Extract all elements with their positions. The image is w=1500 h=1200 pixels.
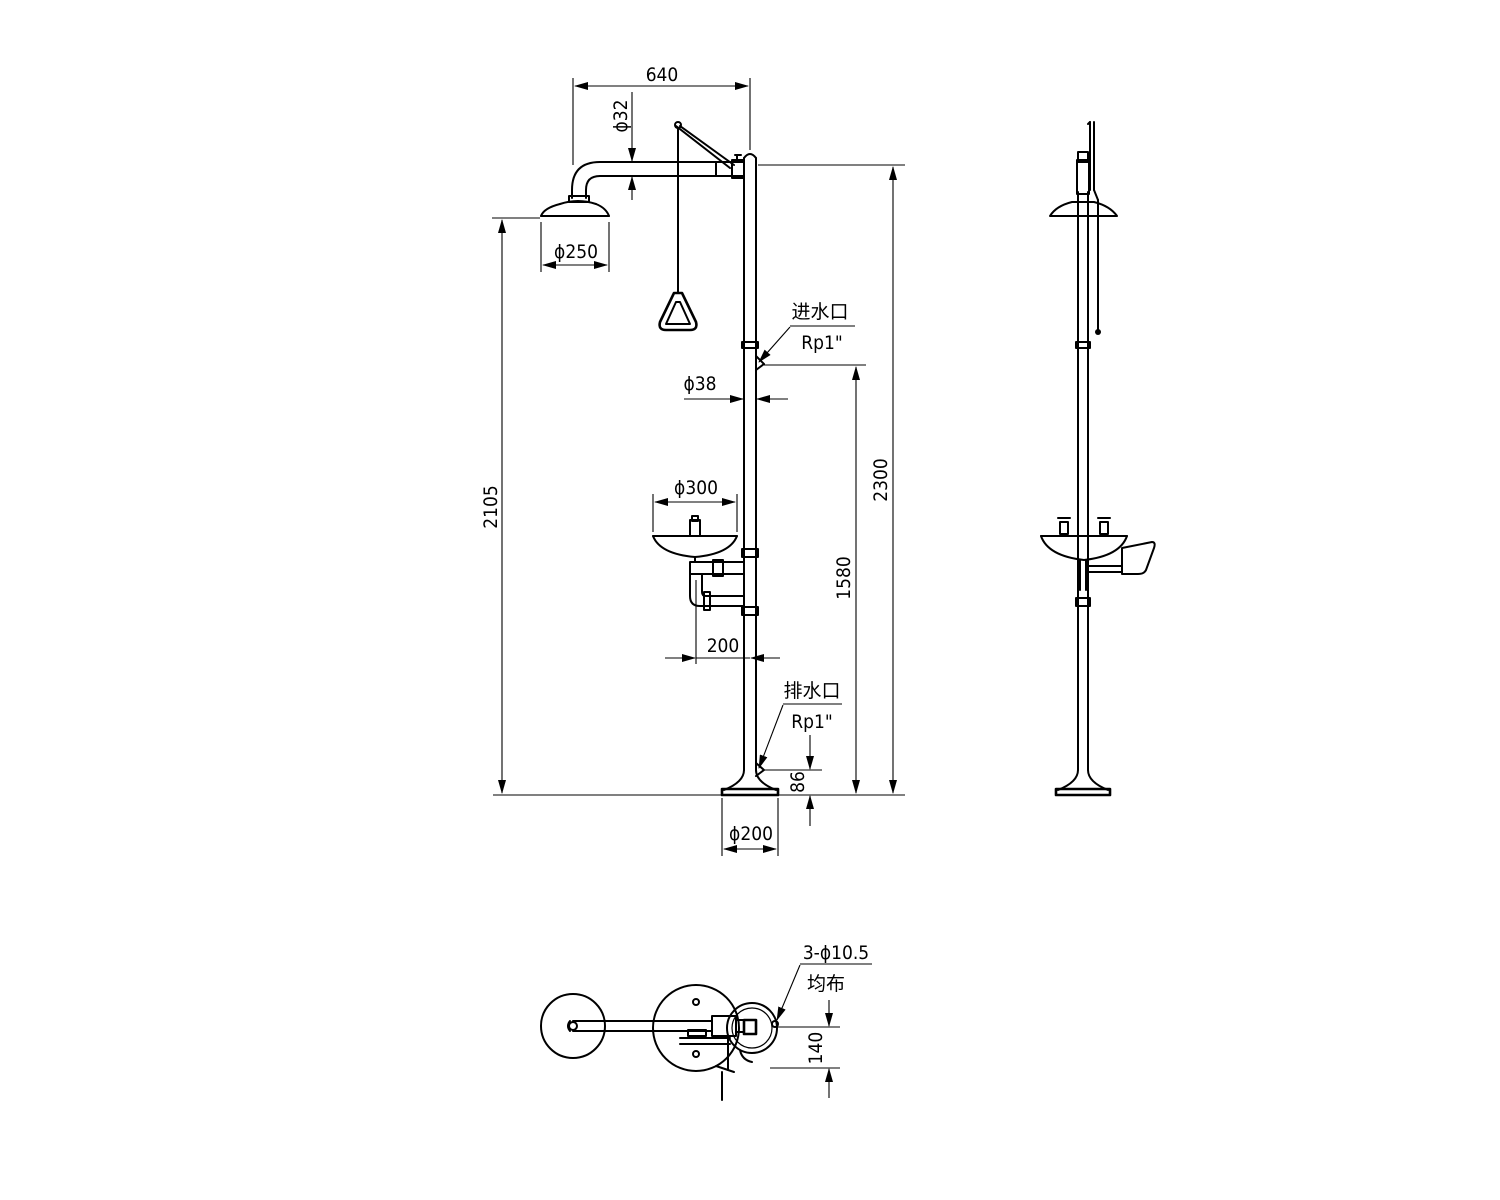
side-view xyxy=(1040,121,1156,797)
dim-bowl-offset: 200 xyxy=(665,580,780,664)
inlet-callout: 进水口 Rp1" xyxy=(758,301,855,363)
inlet-height-text: 1580 xyxy=(833,556,855,600)
total-height-text: 2300 xyxy=(870,458,892,502)
anchor-spacing-text: 140 xyxy=(805,1032,827,1065)
dim-arm-pipe: ϕ32 xyxy=(610,92,640,200)
front-view: 640 ϕ32 ϕ250 ϕ38 ϕ300 xyxy=(480,64,905,856)
bowl-offset-text: 200 xyxy=(707,635,740,657)
shower-arm xyxy=(568,154,745,203)
shower-height-text: 2105 xyxy=(480,485,502,529)
shower-head-dia-text: ϕ250 xyxy=(554,241,598,263)
main-pipe xyxy=(741,153,759,771)
dim-inlet-height: 1580 xyxy=(764,364,866,794)
drain-height-text: 86 xyxy=(787,771,809,793)
base-flange xyxy=(720,769,780,797)
dim-total-height: 2300 xyxy=(758,164,905,794)
pull-handle xyxy=(658,121,735,332)
arm-reach-text: 640 xyxy=(646,64,679,86)
dim-drain-height: 86 xyxy=(764,735,822,826)
main-pipe-dia-text: ϕ38 xyxy=(683,373,716,395)
dim-shower-head: ϕ250 xyxy=(540,222,610,272)
dim-main-pipe: ϕ38 xyxy=(683,373,788,403)
inlet-thread-text: Rp1" xyxy=(801,332,842,354)
drain-callout: 排水口 Rp1" xyxy=(758,680,842,769)
dim-base: ϕ200 xyxy=(721,798,779,856)
holes-callout: 3-ϕ10.5 均布 xyxy=(776,942,872,1021)
drain-thread-text: Rp1" xyxy=(791,711,832,733)
dim-anchor-spacing: 140 xyxy=(770,1000,840,1098)
base-dia-text: ϕ200 xyxy=(729,823,773,845)
holes-distribution-text: 均布 xyxy=(807,973,845,995)
arm-pipe-dia-text: ϕ32 xyxy=(610,99,632,132)
inlet-name-text: 进水口 xyxy=(791,301,848,323)
eyewash-bowl xyxy=(652,515,745,611)
plan-view: 3-ϕ10.5 均布 140 xyxy=(540,942,872,1101)
dim-eyewash-bowl: ϕ300 xyxy=(652,477,738,532)
anchor-holes-text: 3-ϕ10.5 xyxy=(803,942,869,964)
dim-shower-height: 2105 xyxy=(480,217,540,794)
dim-arm-reach: 640 xyxy=(572,64,751,165)
drain-name-text: 排水口 xyxy=(783,680,840,702)
eyewash-bowl-dia-text: ϕ300 xyxy=(674,477,718,499)
shower-head xyxy=(540,200,610,217)
